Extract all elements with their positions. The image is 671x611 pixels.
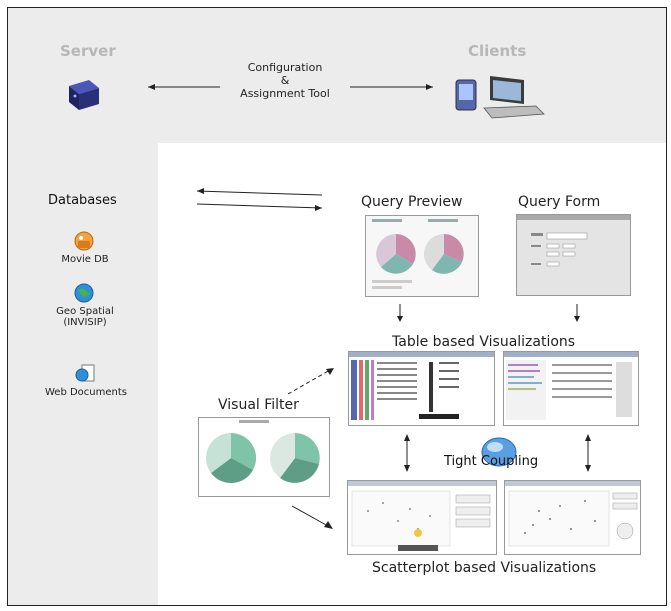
tight-coupling-label: Tight Coupling	[444, 454, 539, 469]
visual-filter-thumbnail	[198, 417, 330, 497]
movie-db-icon	[73, 230, 95, 256]
config-tool-line-1: Configuration	[247, 61, 323, 74]
clients-title: Clients	[468, 42, 527, 60]
globe-icon	[73, 282, 95, 308]
query-form-thumbnail	[516, 214, 631, 296]
database-label-web: Web Documents	[45, 387, 127, 398]
visual-filter-title: Visual Filter	[218, 397, 299, 413]
table-vis-title: Table based Visualizations	[392, 334, 576, 350]
query-preview-thumbnail	[365, 215, 479, 297]
filter-to-scatter-arrow	[290, 504, 340, 538]
config-tool-label: Configuration & Assignment Tool	[220, 61, 350, 100]
database-query-arrows	[192, 186, 332, 220]
server-icon	[63, 76, 103, 116]
server-title: Server	[60, 42, 116, 60]
left-coupling-arrow	[400, 433, 414, 477]
database-label-geo: Geo Spatial (INVISIP)	[56, 306, 114, 328]
right-coupling-arrow	[581, 433, 595, 477]
config-tool-line-2: &	[280, 74, 290, 87]
table-vis-thumbnail-2	[503, 351, 639, 426]
config-tool-line-3: Assignment Tool	[240, 87, 330, 100]
scatterplot-thumbnail-2	[504, 480, 641, 555]
databases-title: Databases	[48, 193, 117, 208]
scatterplot-vis-title: Scatterplot based Visualizations	[372, 560, 597, 576]
diagram-frame: Server Clients Configuration & A	[7, 7, 667, 606]
query-preview-title: Query Preview	[361, 194, 463, 210]
scatterplot-thumbnail-1	[347, 480, 497, 555]
preview-down-arrow	[393, 304, 407, 328]
form-down-arrow	[570, 304, 584, 328]
query-form-title: Query Form	[518, 194, 601, 210]
table-vis-thumbnail-1	[348, 351, 495, 426]
clients-icon	[454, 72, 549, 124]
web-documents-icon	[74, 362, 96, 388]
tight-coupling-icon	[479, 436, 519, 472]
database-label-movie: Movie DB	[61, 254, 109, 265]
filter-to-table-arrow	[286, 360, 346, 404]
